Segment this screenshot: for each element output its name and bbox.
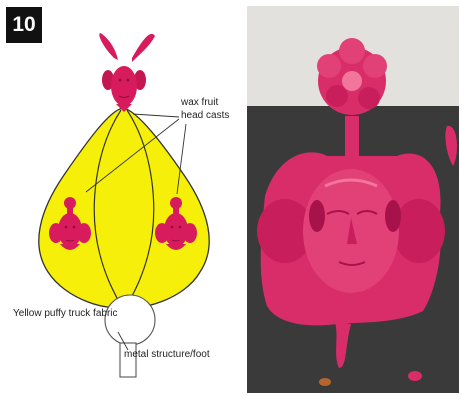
photo-copper-bit [319,378,331,386]
photo-stem [345,116,359,166]
photo-drip-bit [408,371,422,381]
fabric-body [39,108,209,308]
sculpture-diagram [0,0,246,396]
leader-cast-top [133,114,179,117]
casts-label-line1: wax fruit [181,96,229,109]
top-head-cast [99,33,155,112]
photo-right-ear-disc [393,199,445,263]
wax-cast-photo-illustration [247,6,459,393]
casts-label: wax fruit head casts [181,96,229,122]
fabric-label: Yellow puffy truck fabric [13,307,118,320]
casts-label-line2: head casts [181,109,229,122]
photo-right-ear [385,200,401,232]
wax-cast-photo [247,6,459,393]
photo-left-ear [309,200,325,232]
structure-label: metal structure/foot [124,348,210,361]
foot-ball [105,295,155,345]
